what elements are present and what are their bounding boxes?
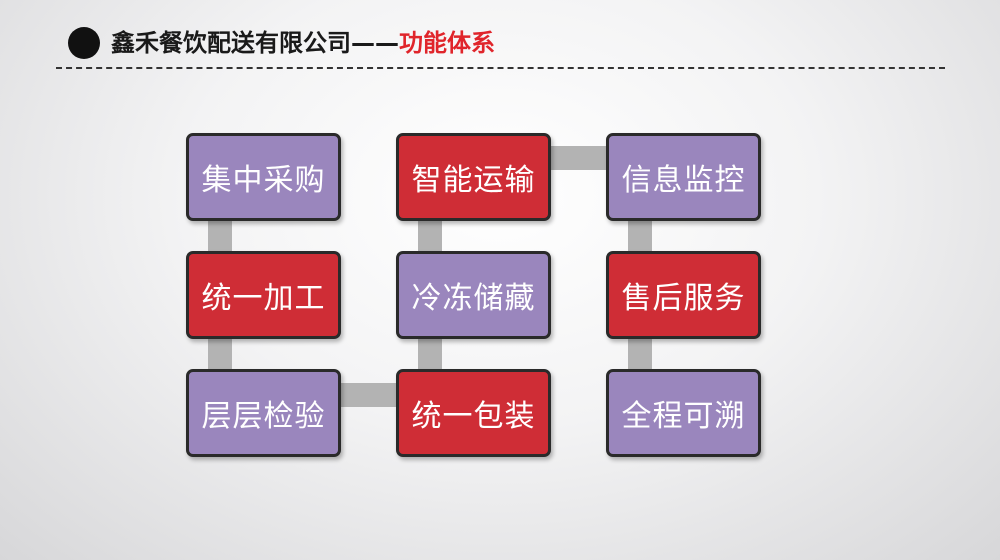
function-box-smart-transport: 智能运输 <box>396 133 551 221</box>
connector-col2-bottom <box>418 335 442 373</box>
connector-col1-top <box>208 218 232 256</box>
function-box-after-sales: 售后服务 <box>606 251 761 339</box>
page-title: 鑫禾餐饮配送有限公司——功能体系 <box>111 26 495 60</box>
connector-col2-top <box>418 218 442 256</box>
header-bullet-icon <box>68 27 100 59</box>
function-box-unified-processing: 统一加工 <box>186 251 341 339</box>
function-box-frozen-storage: 冷冻储藏 <box>396 251 551 339</box>
function-box-centralized-purchasing: 集中采购 <box>186 133 341 221</box>
connector-row1-right <box>548 146 610 170</box>
function-box-unified-packaging: 统一包装 <box>396 369 551 457</box>
connector-col3-top <box>628 218 652 256</box>
header-divider <box>56 67 945 69</box>
connector-col3-bottom <box>628 335 652 373</box>
connector-col1-bottom <box>208 335 232 373</box>
function-box-info-monitoring: 信息监控 <box>606 133 761 221</box>
function-box-full-traceability: 全程可溯 <box>606 369 761 457</box>
page-title-main: 鑫禾餐饮配送有限公司—— <box>111 29 399 57</box>
connector-row3-left <box>338 383 400 407</box>
function-box-layered-inspection: 层层检验 <box>186 369 341 457</box>
page-title-accent: 功能体系 <box>399 29 495 57</box>
